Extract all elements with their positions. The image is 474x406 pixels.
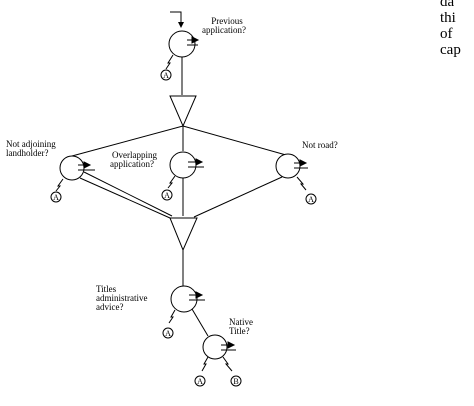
connector-a-overlapping-label: A — [164, 191, 170, 200]
node-native-title — [202, 334, 228, 360]
edge-not-road-to-merge2 — [193, 176, 283, 218]
label-not-road: Not road? — [302, 140, 338, 150]
exit-connector-titles — [168, 309, 176, 324]
label-native-title: Native Title? — [229, 317, 253, 336]
connector-a-not-adjoining — [50, 191, 62, 203]
edge-not-adjoining-to-merge2 — [79, 177, 171, 219]
connector-b-native-title — [230, 375, 242, 387]
node-not-adjoining-landholder — [59, 155, 85, 181]
exit-arrows-overlapping — [188, 158, 204, 168]
connector-a-not-adjoining-label: A — [53, 193, 59, 202]
exit-arrows-not-road — [294, 159, 308, 169]
merge-triangle-1 — [169, 95, 197, 128]
edge-not-adjoining-to-merge2-b — [83, 171, 173, 217]
entry-line — [170, 11, 184, 28]
node-not-road — [275, 153, 301, 179]
exit-arrows-titles — [189, 291, 205, 301]
label-previous-application: Previous application? — [202, 16, 246, 35]
connector-a-not-road — [305, 193, 317, 205]
exit-connector-overlapping — [167, 175, 176, 189]
connector-a-previous — [160, 69, 172, 81]
exit-arrows-previous — [187, 36, 200, 46]
node-previous-application — [168, 30, 196, 58]
connector-b-native-title-label: B — [233, 377, 238, 386]
node-overlapping-application — [169, 151, 197, 179]
edge-merge1-to-not-road — [182, 125, 287, 156]
connector-a-overlapping — [161, 189, 173, 201]
connector-a-native-title — [194, 375, 206, 387]
exit-connector-not-adjoining — [55, 178, 64, 192]
exit-arrows-not-adjoining — [78, 161, 95, 171]
edge-titles-to-native-title — [191, 308, 209, 337]
exit-connector-not-road — [296, 176, 307, 191]
exit-connector-native-title-a — [201, 356, 209, 372]
connector-a-native-title-label: A — [197, 377, 203, 386]
side-text-fragment: da thi of cap — [440, 0, 461, 58]
connector-a-not-road-label: A — [308, 195, 314, 204]
exit-connector-previous — [165, 54, 174, 70]
edge-merge1-to-not-adjoining — [71, 125, 184, 157]
connector-a-titles-label: A — [165, 329, 171, 338]
label-overlapping-application: Overlapping application? — [110, 150, 157, 169]
connector-a-previous-label: A — [163, 71, 169, 80]
merge-triangle-2 — [169, 217, 198, 252]
node-titles-administrative-advice — [170, 285, 198, 313]
exit-arrows-native-title — [221, 341, 236, 351]
label-titles-administrative-advice: Titles administrative advice? — [96, 284, 148, 312]
label-not-adjoining-landholder: Not adjoining landholder? — [6, 139, 56, 158]
connector-a-titles — [162, 327, 174, 339]
exit-connector-native-title-b — [222, 356, 233, 372]
